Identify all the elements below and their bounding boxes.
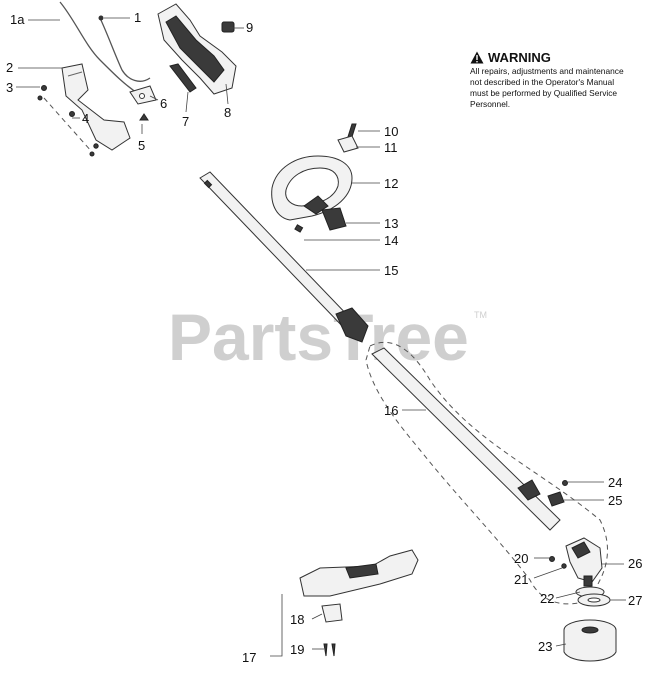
screw-3-part[interactable] xyxy=(37,85,47,101)
screw-19-part[interactable] xyxy=(323,643,336,657)
callout-22: 22 xyxy=(540,591,554,606)
warning-triangle-icon xyxy=(470,51,484,64)
callout-7: 7 xyxy=(182,114,189,129)
callout-12: 12 xyxy=(384,176,398,191)
callout-2: 2 xyxy=(6,60,13,75)
callout-15: 15 xyxy=(384,263,398,278)
callout-9: 9 xyxy=(246,20,253,35)
callout-10: 10 xyxy=(384,124,398,139)
lower-shaft-16-part[interactable] xyxy=(371,347,561,531)
upper-shaft-15-part[interactable] xyxy=(199,171,369,343)
handle-kit-17-part[interactable] xyxy=(299,549,419,597)
nut-14-part[interactable] xyxy=(294,224,304,233)
warning-heading: WARNING xyxy=(470,50,630,65)
engine-cover-part[interactable] xyxy=(61,63,131,151)
loop-handle-12-part[interactable] xyxy=(271,155,353,221)
screw-21-part[interactable] xyxy=(561,563,567,569)
callout-21: 21 xyxy=(514,572,528,587)
warning-title: WARNING xyxy=(488,50,551,65)
handle-housing-8-part[interactable] xyxy=(157,3,237,95)
callout-14: 14 xyxy=(384,233,398,248)
cable-1a[interactable] xyxy=(59,1,141,96)
screw-extra-part[interactable] xyxy=(89,143,99,157)
callout-19: 19 xyxy=(290,642,304,657)
bracket-13-part[interactable] xyxy=(321,207,347,231)
callout-24: 24 xyxy=(608,475,622,490)
callout-5: 5 xyxy=(138,138,145,153)
screw-20-part[interactable] xyxy=(549,556,555,562)
watermark-trademark: TM xyxy=(474,310,487,320)
leader-lines xyxy=(16,17,626,650)
callout-17: 17 xyxy=(242,650,256,665)
callout-8: 8 xyxy=(224,105,231,120)
cable-1[interactable] xyxy=(98,15,151,82)
callout-11: 11 xyxy=(384,140,398,155)
clamp-11-part[interactable] xyxy=(337,135,359,153)
gearhead-26-part[interactable] xyxy=(565,537,603,587)
callout-27: 27 xyxy=(628,593,642,608)
trimmer-head-23-part[interactable] xyxy=(563,619,617,662)
callout-4: 4 xyxy=(82,111,89,126)
trigger-7-part[interactable] xyxy=(169,63,197,93)
screw-5-part[interactable] xyxy=(139,113,149,121)
watermark-text: PartsTree xyxy=(168,300,469,374)
callout-13: 13 xyxy=(384,216,398,231)
warning-notice: WARNING All repairs, adjustments and mai… xyxy=(470,50,630,110)
screw-4-part[interactable] xyxy=(69,111,75,117)
callout-1: 1 xyxy=(134,10,141,25)
kit-17-bracket xyxy=(270,594,283,657)
callout-6: 6 xyxy=(160,96,167,111)
knob-9-part[interactable] xyxy=(221,21,235,33)
callout-23: 23 xyxy=(538,639,552,654)
bracket-6-part[interactable] xyxy=(129,85,157,105)
callout-1a: 1a xyxy=(10,12,25,27)
screw-24-part[interactable] xyxy=(562,480,568,486)
callout-3: 3 xyxy=(6,80,13,95)
callout-25: 25 xyxy=(608,493,622,508)
callout-18: 18 xyxy=(290,612,304,627)
callout-26: 26 xyxy=(628,556,642,571)
washer-27-part[interactable] xyxy=(577,593,611,607)
callout-16: 16 xyxy=(384,403,398,418)
warning-body: All repairs, adjustments and maintenance… xyxy=(470,66,624,109)
bracket-18-part[interactable] xyxy=(321,603,343,623)
clip-25-part[interactable] xyxy=(547,491,565,507)
callout-20: 20 xyxy=(514,551,528,566)
